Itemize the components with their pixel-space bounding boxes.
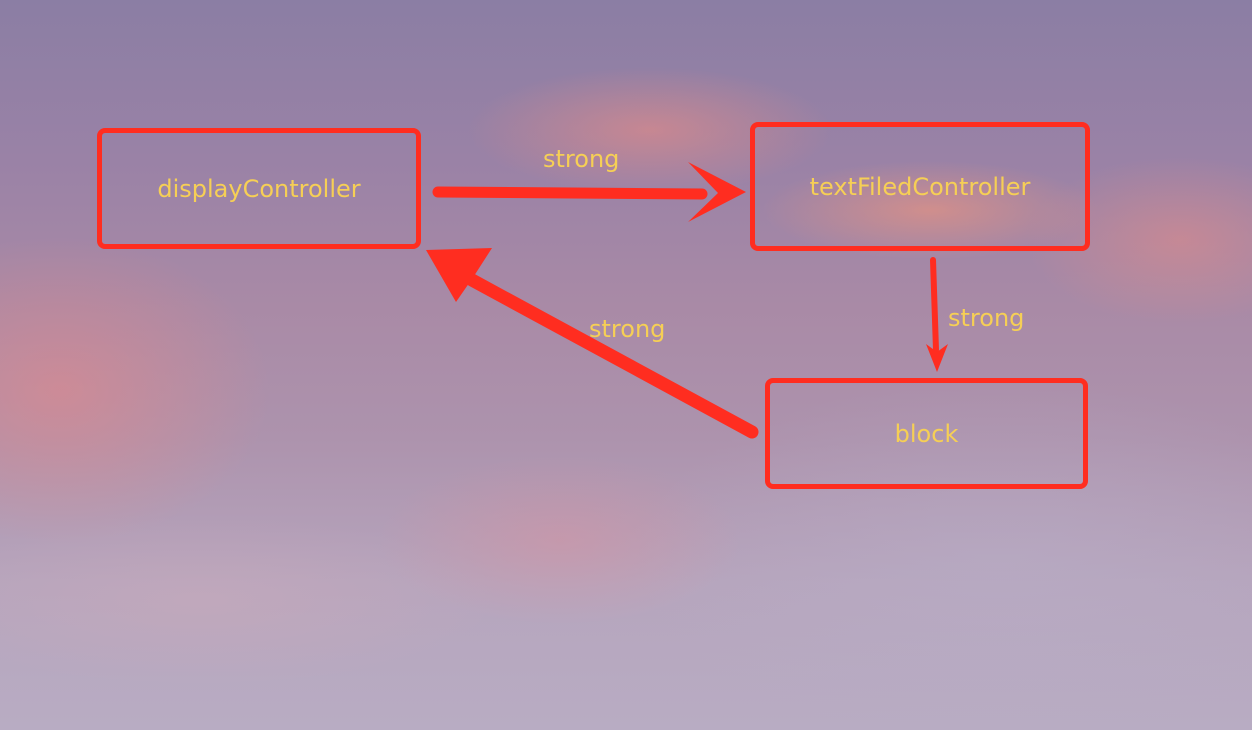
node-textfiled-controller: textFiledController	[750, 122, 1090, 251]
node-block: block	[765, 378, 1088, 489]
node-display-controller: displayController	[97, 128, 421, 249]
edge-label-textfield-to-block: strong	[948, 304, 1025, 332]
arrow-textfield-to-block	[926, 257, 948, 372]
edge-label-display-to-textfield: strong	[543, 145, 620, 173]
arrow-block-to-display	[426, 248, 759, 439]
node-label: displayController	[157, 174, 361, 203]
arrow-display-to-textfield	[432, 162, 746, 222]
node-label: block	[894, 419, 959, 448]
node-label: textFiledController	[809, 172, 1031, 201]
edge-label-block-to-display: strong	[589, 315, 666, 343]
